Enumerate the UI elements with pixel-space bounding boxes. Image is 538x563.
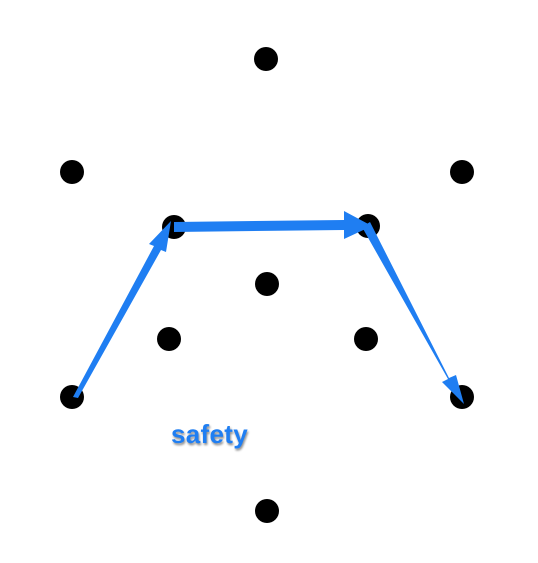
arrow-3 — [362, 222, 464, 404]
dot-node-lower-right-inner — [354, 327, 378, 351]
arrow-1 — [73, 221, 171, 398]
dot-node-upper-left — [60, 160, 84, 184]
dot-node-top — [254, 47, 278, 71]
dot-node-upper-right — [450, 160, 474, 184]
dot-node-center — [255, 272, 279, 296]
path-label: safety — [171, 419, 248, 450]
path-arrows — [73, 211, 464, 404]
dot-nodes — [60, 47, 474, 523]
path-label-text: safety — [171, 419, 248, 449]
dot-node-bottom — [255, 499, 279, 523]
arrow-2 — [174, 211, 372, 239]
dot-node-lower-left-inner — [157, 327, 181, 351]
